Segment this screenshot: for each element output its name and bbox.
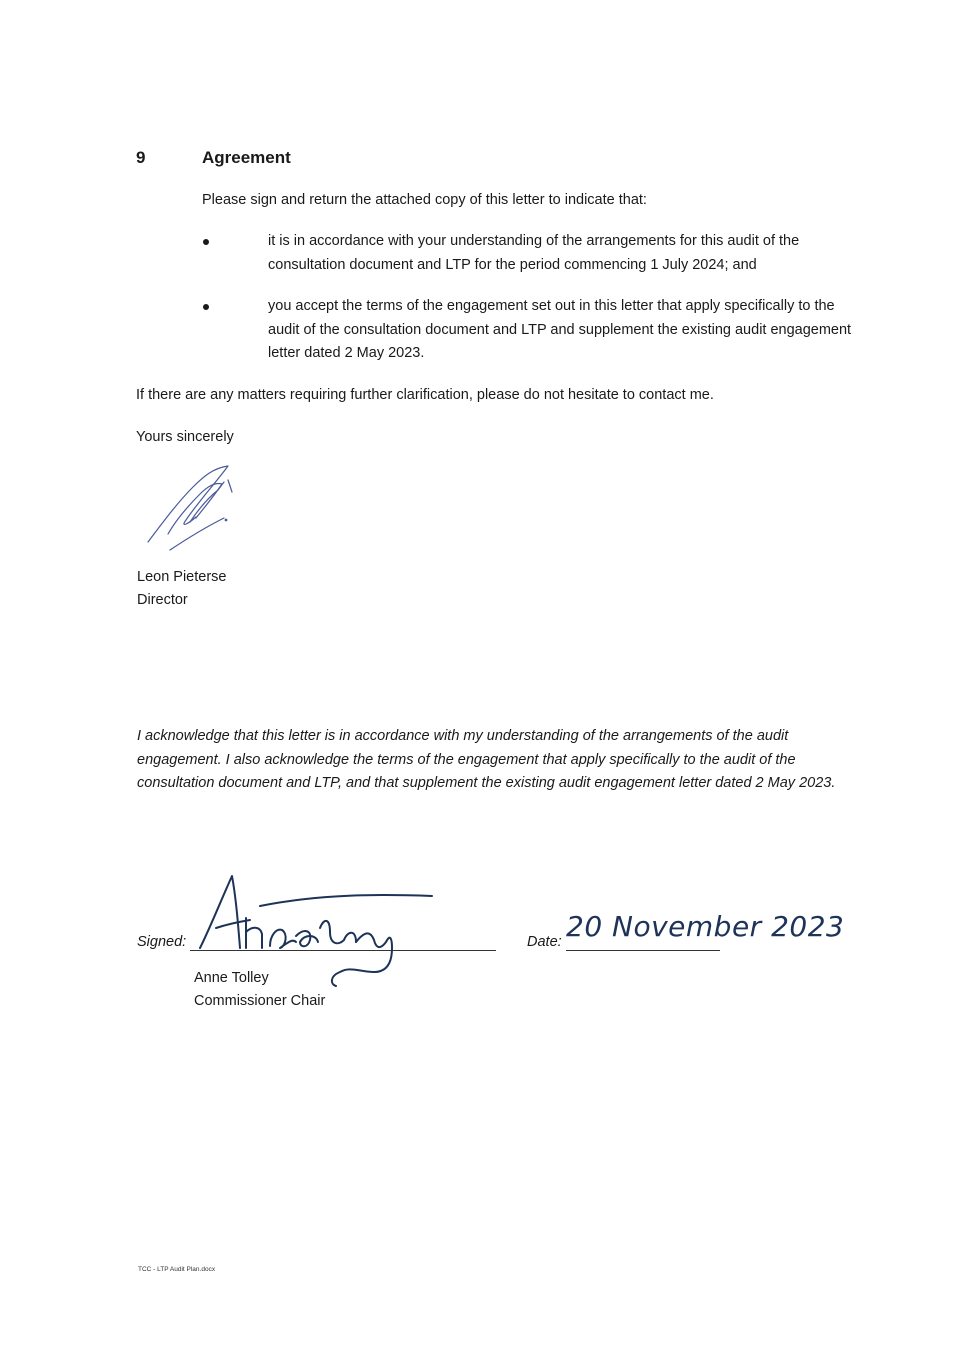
closing-salutation: Yours sincerely (136, 429, 234, 445)
acknowledgement-paragraph: I acknowledge that this letter is in acc… (137, 728, 836, 791)
clarification-paragraph: If there are any matters requiring furth… (136, 387, 714, 403)
signed-label: Signed: (137, 934, 187, 950)
countersignatory-name: Anne Tolley (194, 970, 269, 986)
footer-filename: TCC - LTP Audit Plan.docx (138, 1266, 216, 1273)
bullet-item-understanding: it is in accordance with your understand… (268, 233, 800, 273)
signature-anne-tolley-image (199, 875, 433, 987)
signature-line (190, 950, 496, 951)
signatory-name: Leon Pieterse (137, 569, 227, 585)
date-label: Date: (527, 934, 562, 950)
date-line (566, 950, 720, 951)
bullet-dot (203, 304, 209, 310)
bullet-item-terms: you accept the terms of the engagement s… (268, 298, 852, 361)
signature-leon-pieterse-image (147, 465, 233, 551)
section-title: Agreement (202, 148, 291, 167)
bullet-dot (203, 239, 209, 245)
countersignatory-title: Commissioner Chair (194, 993, 326, 1009)
signatory-title: Director (137, 592, 188, 608)
intro-paragraph: Please sign and return the attached copy… (202, 192, 647, 208)
section-number: 9 (136, 148, 146, 167)
handwritten-date: 20 November 2023 (566, 910, 845, 943)
